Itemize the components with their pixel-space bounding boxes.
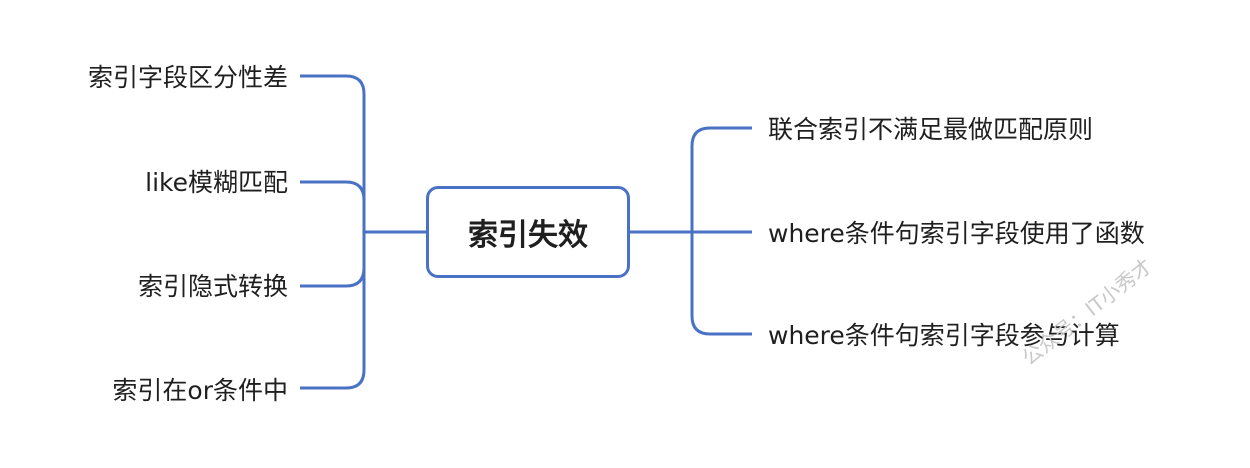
right-node-1[interactable]: 联合索引不满足最做匹配原则 [768, 115, 1094, 144]
left-node-2[interactable]: like模糊匹配 [145, 168, 288, 197]
left-node-3[interactable]: 索引隐式转换 [137, 272, 288, 301]
root-node-label: 索引失效 [468, 218, 588, 253]
connector-left-2 [300, 180, 366, 201]
connector-left-3 [300, 267, 366, 288]
root-node[interactable]: 索引失效 [426, 186, 630, 278]
left-node-1[interactable]: 索引字段区分性差 [87, 63, 288, 92]
connector-left-spine [300, 74, 366, 390]
right-node-2[interactable]: where条件句索引字段使用了函数 [768, 219, 1145, 248]
left-node-4[interactable]: 索引在or条件中 [112, 376, 288, 405]
right-node-3[interactable]: where条件句索引字段参与计算 [768, 321, 1120, 350]
